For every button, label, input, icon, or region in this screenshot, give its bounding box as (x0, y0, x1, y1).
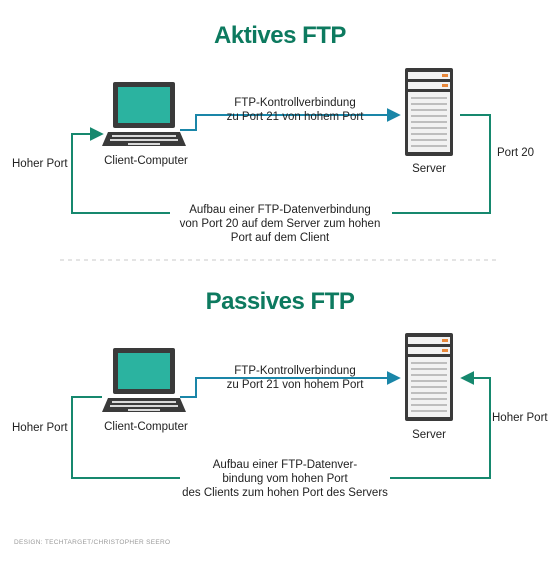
active-control-arrow (180, 108, 401, 131)
passive-data-line-2: bindung vom hohen Port (222, 473, 348, 485)
active-control-line-1: FTP-Kontrollverbindung (234, 97, 356, 109)
active-left-port-label: Hoher Port (12, 158, 68, 170)
passive-data-line-3: des Clients zum hohen Port des Servers (182, 487, 388, 499)
passive-client-label: Client-Computer (104, 421, 188, 433)
active-control-label: FTP-Kontrollverbindung zu Port 21 von ho… (200, 96, 390, 124)
laptop-icon (102, 82, 186, 146)
passive-data-label: Aufbau einer FTP-Datenver- bindung vom h… (160, 458, 410, 500)
active-right-port-label: Port 20 (497, 147, 535, 159)
active-data-line-3: Port auf dem Client (230, 232, 330, 244)
active-section (71, 68, 491, 214)
passive-data-arrow-right (390, 371, 491, 479)
server-icon (405, 333, 453, 421)
active-title: Aktives FTP (214, 22, 346, 49)
laptop-icon (102, 348, 186, 412)
active-data-label: Aufbau einer FTP-Datenverbindung von Por… (160, 203, 400, 245)
active-server-label: Server (412, 163, 446, 175)
active-data-line-1: Aufbau einer FTP-Datenverbindung (189, 204, 371, 216)
passive-data-line-1: Aufbau einer FTP-Datenver- (212, 459, 358, 471)
passive-server-label: Server (412, 429, 446, 441)
server-icon (405, 68, 453, 156)
passive-title: Passives FTP (205, 288, 355, 315)
passive-section (71, 333, 491, 479)
active-data-arrow-left (71, 127, 170, 214)
passive-data-arrow-left (71, 396, 180, 479)
passive-control-line-1: FTP-Kontrollverbindung (234, 365, 356, 377)
design-credit: DESIGN: TECHTARGET/CHRISTOPHER SEERO (14, 539, 171, 546)
passive-control-label: FTP-Kontrollverbindung zu Port 21 von ho… (200, 364, 390, 392)
passive-left-port-label: Hoher Port (12, 422, 68, 434)
passive-right-port-label: Hoher Port (492, 412, 548, 424)
active-data-line-2: von Port 20 auf dem Server zum hohen (179, 218, 381, 230)
active-control-line-2: zu Port 21 von hohem Port (226, 111, 364, 123)
passive-control-arrow (180, 371, 401, 398)
passive-control-line-2: zu Port 21 von hohem Port (226, 379, 364, 391)
active-data-arrow (392, 114, 491, 214)
active-client-label: Client-Computer (104, 155, 188, 167)
